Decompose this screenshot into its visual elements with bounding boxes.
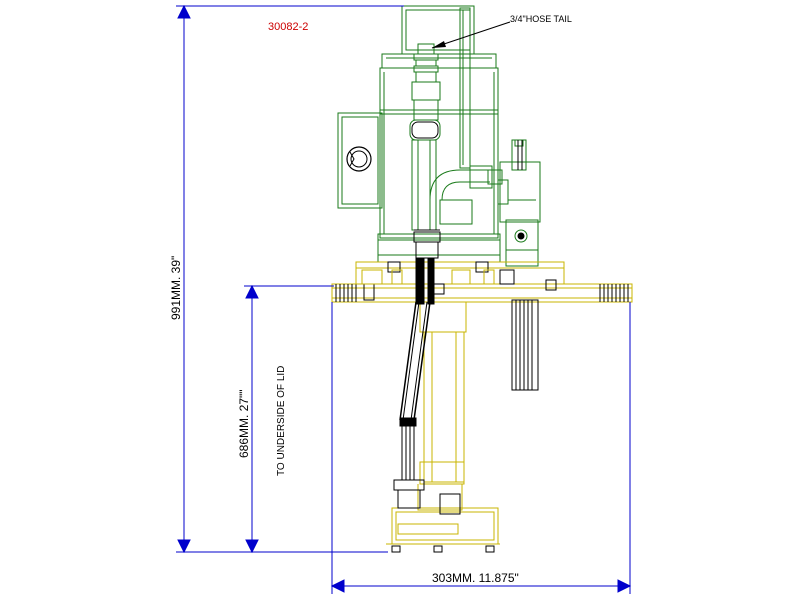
hose-tail-callout: 3/4"HOSE TAIL: [431, 14, 572, 49]
flange-width-dimension: [330, 302, 632, 594]
lid-note-label: TO UNDERSIDE OF LID: [276, 366, 287, 476]
pump-column: [386, 301, 500, 545]
pipe-details: [411, 121, 525, 259]
lid-height-label: 686MM. 27"": [237, 389, 251, 458]
lid-flange: [331, 261, 633, 303]
flange-width-label: 303MM. 11.875": [432, 571, 519, 585]
float-switch: [511, 299, 539, 391]
drawing-number: 30082-2: [268, 21, 308, 33]
overall-height-label: 991MM. 39": [169, 256, 183, 320]
gauge-icon: [346, 146, 372, 172]
overall-height-dimension: [176, 4, 404, 554]
lid-height-dimension: [244, 284, 334, 554]
hose-tail-label: 3/4"HOSE TAIL: [510, 14, 572, 24]
discharge-pipe: [391, 257, 495, 553]
pump-motor-housing: [337, 5, 541, 267]
